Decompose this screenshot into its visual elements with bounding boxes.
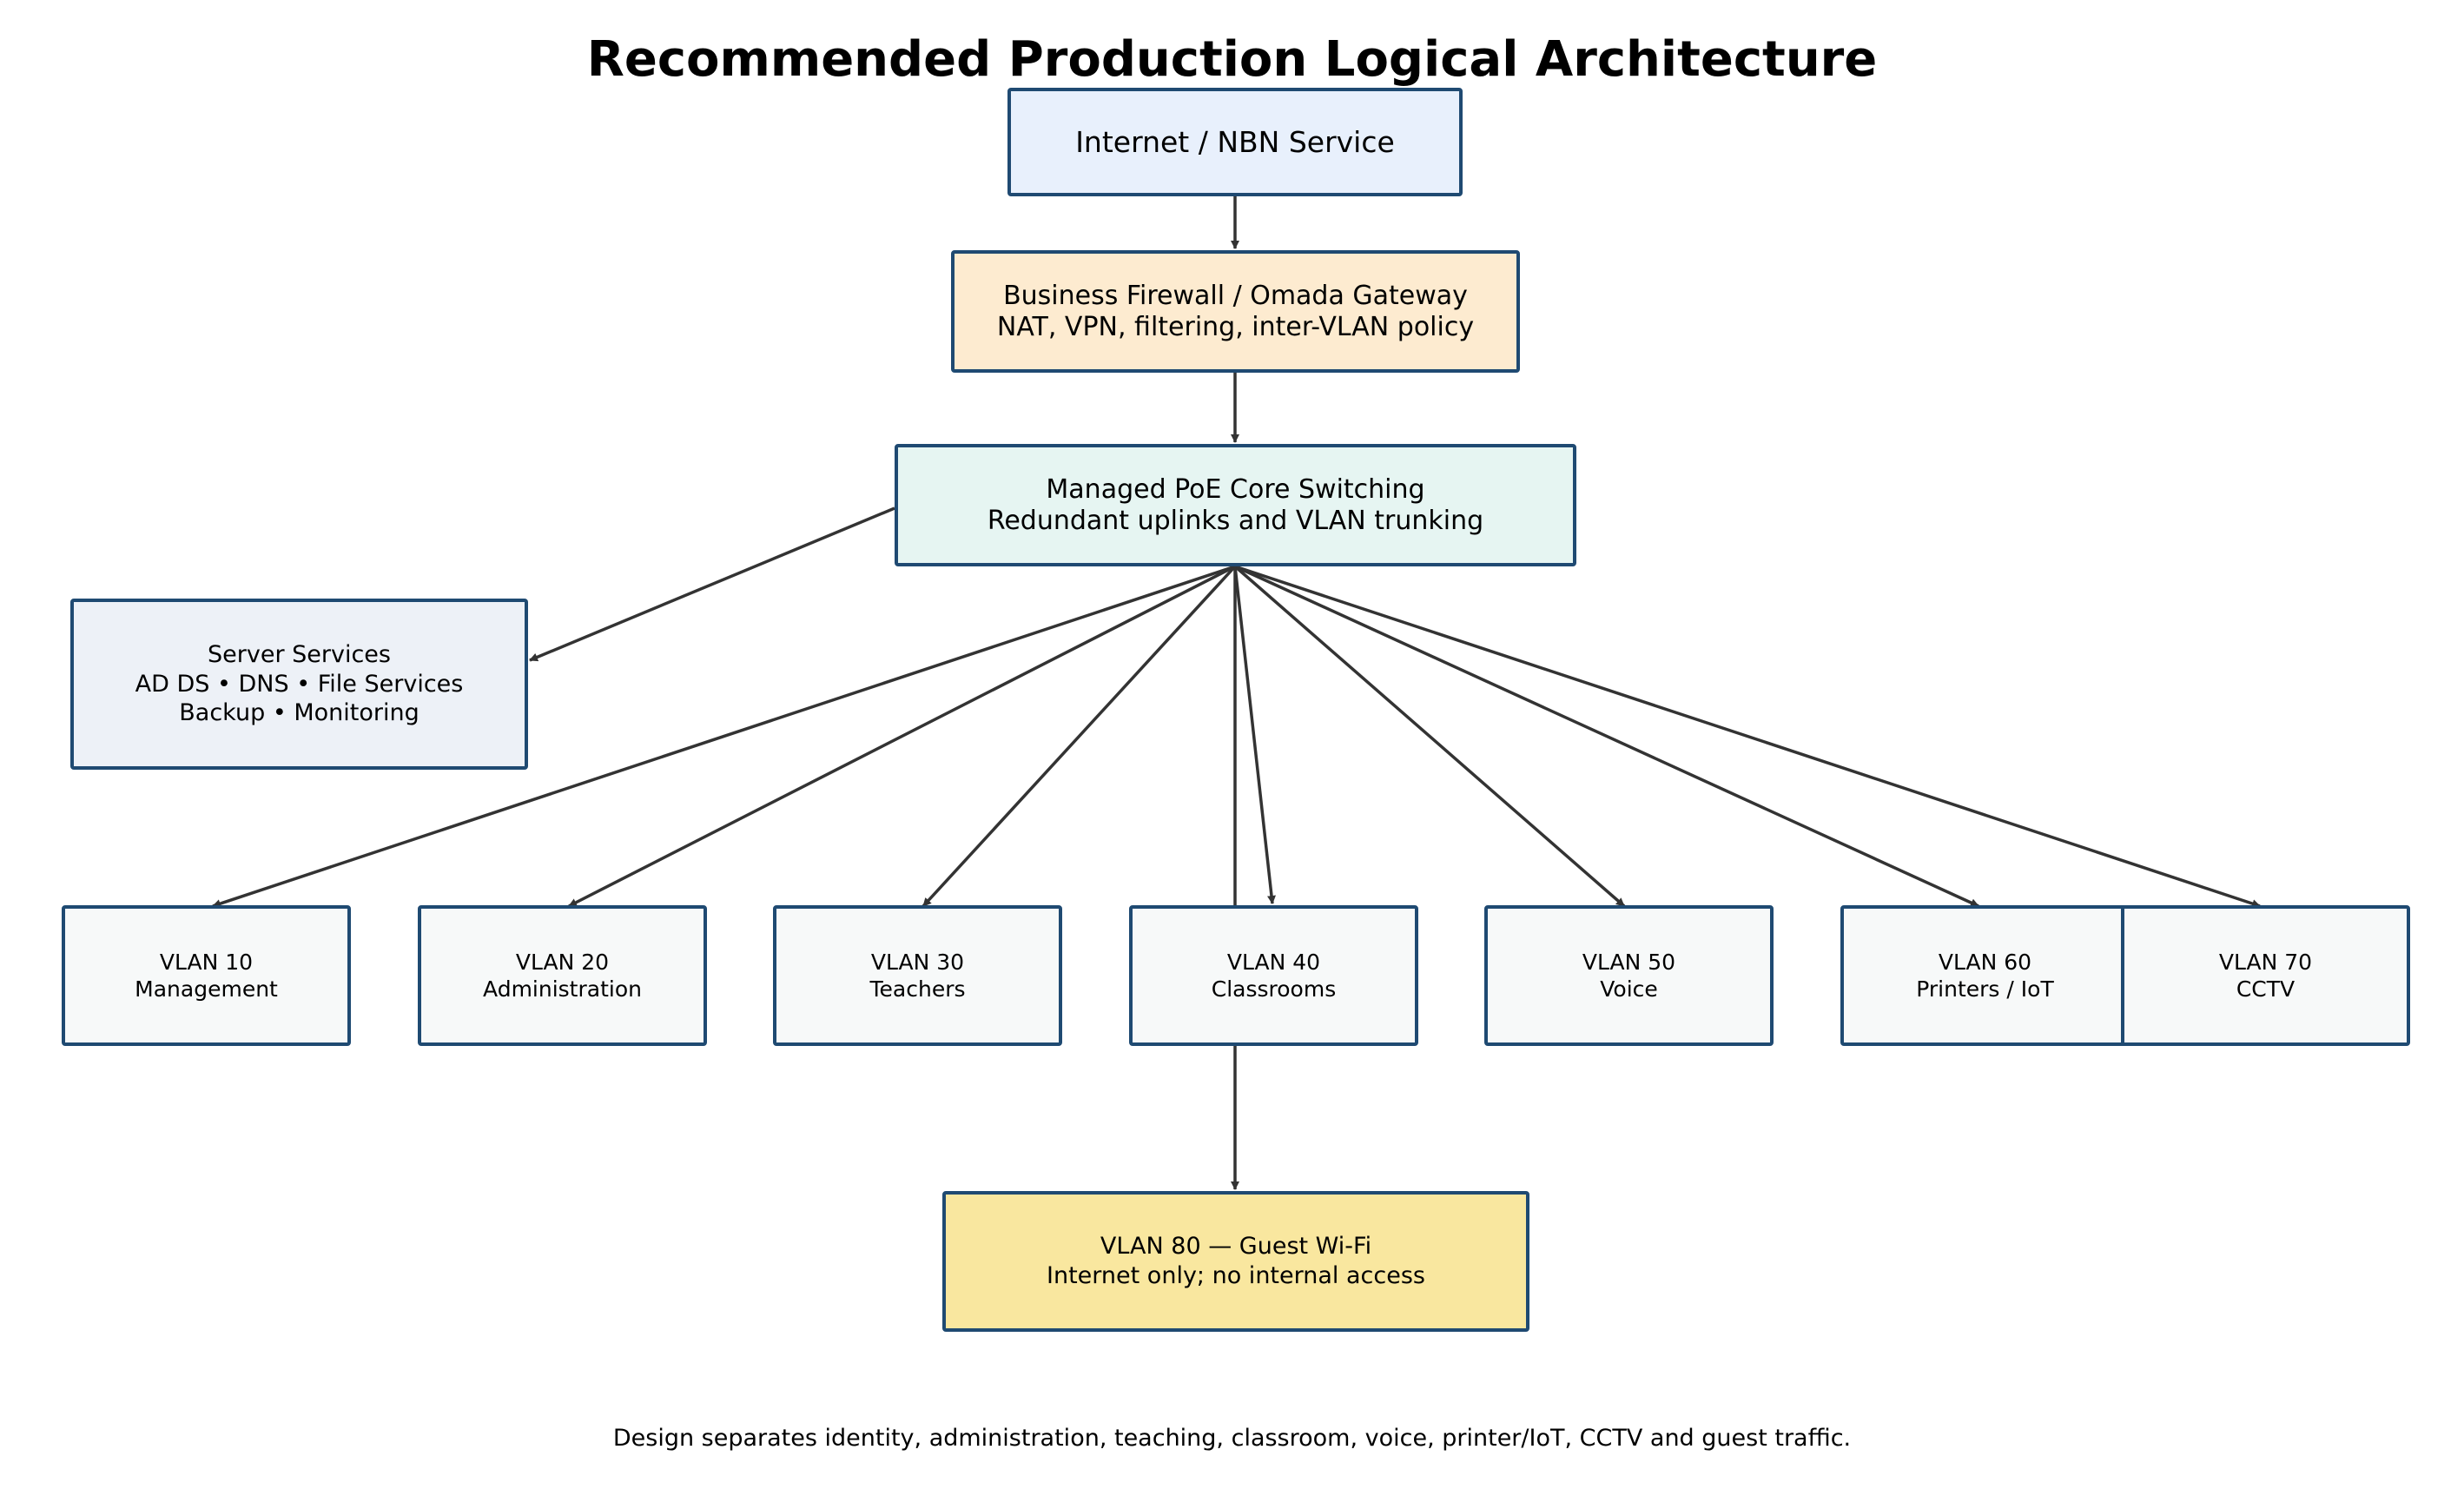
core-to-vlan50-arrow — [1233, 565, 1626, 908]
node-text-line: Managed PoE Core Switching — [1046, 473, 1425, 505]
node-text-line: Internet / NBN Service — [1075, 125, 1395, 159]
node-text-line: Teachers — [869, 976, 966, 1002]
footer-note: Design separates identity, administratio… — [612, 1425, 1852, 1452]
page-title: Recommended Production Logical Architect… — [586, 31, 1878, 88]
node-text-line: Voice — [1600, 976, 1658, 1002]
core-to-vlan20-arrow — [568, 565, 1236, 908]
node-text-line: Redundant uplinks and VLAN trunking — [987, 505, 1484, 536]
node-text-line: CCTV — [2236, 976, 2296, 1002]
core-to-vlan70-arrow — [1234, 565, 2261, 908]
node-text-line: VLAN 50 — [1582, 949, 1676, 975]
node-text-line: NAT, VPN, filtering, inter-VLAN policy — [996, 311, 1475, 342]
core-to-server-arrow — [529, 506, 895, 662]
core-to-vlan10-arrow — [212, 565, 1236, 908]
node-text-line: VLAN 20 — [515, 949, 610, 975]
node-text-line: VLAN 10 — [159, 949, 254, 975]
node-text-line: VLAN 60 — [1938, 949, 2032, 975]
node-text-line: Backup • Monitoring — [179, 699, 419, 727]
core-to-vlan60-arrow — [1234, 565, 1979, 908]
core-to-vlan40-arrow — [1233, 566, 1276, 904]
node-text-line: Printers / IoT — [1916, 976, 2054, 1002]
node-text-line: VLAN 30 — [870, 949, 965, 975]
node-text-line: VLAN 40 — [1226, 949, 1321, 975]
node-text-line: VLAN 70 — [2218, 949, 2313, 975]
internet-nbn-node: Internet / NBN Service — [1007, 88, 1463, 196]
node-text-line: Administration — [483, 976, 642, 1002]
node-text-line: Classrooms — [1211, 976, 1337, 1002]
node-text-line: VLAN 80 — Guest Wi-Fi — [1100, 1233, 1372, 1261]
node-text-line: Management — [135, 976, 278, 1002]
node-text-line: Business Firewall / Omada Gateway — [1003, 280, 1468, 311]
core-to-vlan30-arrow — [922, 565, 1237, 908]
node-text-line: AD DS • DNS • File Services — [135, 670, 464, 698]
node-text-line: Server Services — [208, 640, 391, 668]
node-text-line: Internet only; no internal access — [1047, 1262, 1425, 1289]
